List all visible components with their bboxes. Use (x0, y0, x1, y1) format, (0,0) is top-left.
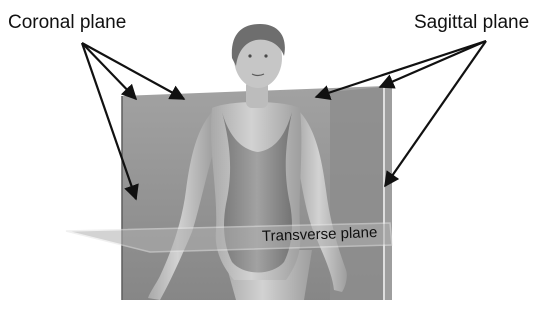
coronal-arrow-2 (82, 43, 136, 99)
sagittal-plane-label: Sagittal plane (414, 13, 529, 32)
figure-eye-left (248, 54, 251, 57)
sagittal-arrow-1 (316, 41, 486, 97)
coronal-plane-label: Coronal plane (8, 13, 126, 32)
transverse-plane-label: Transverse plane (262, 225, 378, 244)
coronal-arrow-1 (82, 43, 184, 99)
figure-eye-right (264, 54, 267, 57)
